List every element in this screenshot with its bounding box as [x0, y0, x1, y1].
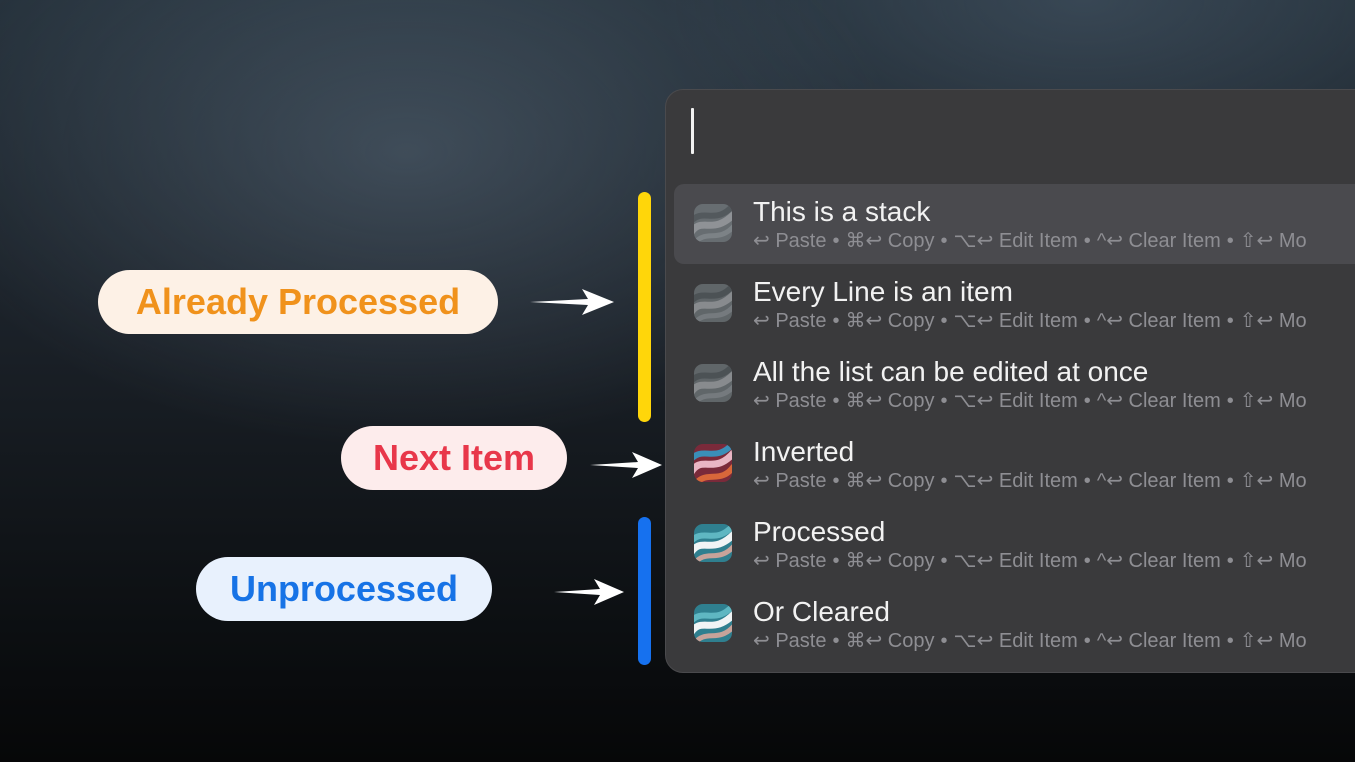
- separator: •: [1226, 470, 1234, 492]
- launcher-panel: This is a stack ↩ Paste•⌘↩ Copy•⌥↩ Edit …: [665, 89, 1355, 673]
- copy-action-hint: ⌘↩ Copy: [845, 390, 935, 412]
- separator: •: [1083, 630, 1091, 652]
- paste-action-hint: ↩ Paste: [753, 470, 827, 492]
- stack-clip-icon: [694, 444, 732, 482]
- more-action-hint: ⇧↩ Mo: [1239, 630, 1307, 652]
- item-title: Or Cleared: [753, 596, 890, 627]
- unprocessed-range-bar: [638, 517, 651, 665]
- separator: •: [940, 470, 948, 492]
- item-action-hints: ↩ Paste•⌘↩ Copy•⌥↩ Edit Item•^↩ Clear It…: [753, 468, 1307, 493]
- item-title: Processed: [753, 516, 886, 547]
- item-title: Every Line is an item: [753, 276, 1013, 307]
- separator: •: [1083, 310, 1091, 332]
- edit-item-action-hint: ⌥↩ Edit Item: [953, 230, 1078, 252]
- separator: •: [1226, 390, 1234, 412]
- item-action-hints: ↩ Paste•⌘↩ Copy•⌥↩ Edit Item•^↩ Clear It…: [753, 628, 1307, 653]
- item-action-hints: ↩ Paste•⌘↩ Copy•⌥↩ Edit Item•^↩ Clear It…: [753, 308, 1307, 333]
- list-item-6[interactable]: Or Cleared ↩ Paste•⌘↩ Copy•⌥↩ Edit Item•…: [674, 584, 1355, 664]
- arrow-right-icon: [554, 577, 624, 607]
- already-processed-label: Already Processed: [98, 270, 498, 334]
- separator: •: [1226, 630, 1234, 652]
- stack-clip-icon: [694, 284, 732, 322]
- stack-clip-icon: [694, 604, 732, 642]
- separator: •: [940, 310, 948, 332]
- item-title: All the list can be edited at once: [753, 356, 1149, 387]
- item-action-hints: ↩ Paste•⌘↩ Copy•⌥↩ Edit Item•^↩ Clear It…: [753, 548, 1307, 573]
- paste-action-hint: ↩ Paste: [753, 390, 827, 412]
- arrow-right-icon: [530, 287, 614, 317]
- more-action-hint: ⇧↩ Mo: [1239, 550, 1307, 572]
- item-title: This is a stack: [753, 196, 931, 227]
- separator: •: [1226, 310, 1234, 332]
- separator: •: [940, 230, 948, 252]
- clear-item-action-hint: ^↩ Clear Item: [1096, 230, 1221, 252]
- item-action-hints: ↩ Paste•⌘↩ Copy•⌥↩ Edit Item•^↩ Clear It…: [753, 388, 1307, 413]
- list-item-5[interactable]: Processed ↩ Paste•⌘↩ Copy•⌥↩ Edit Item•^…: [674, 504, 1355, 584]
- edit-item-action-hint: ⌥↩ Edit Item: [953, 550, 1078, 572]
- copy-action-hint: ⌘↩ Copy: [845, 630, 935, 652]
- edit-item-action-hint: ⌥↩ Edit Item: [953, 630, 1078, 652]
- clear-item-action-hint: ^↩ Clear Item: [1096, 470, 1221, 492]
- separator: •: [1083, 230, 1091, 252]
- search-input[interactable]: [666, 90, 1355, 180]
- clear-item-action-hint: ^↩ Clear Item: [1096, 390, 1221, 412]
- processed-range-bar: [638, 192, 651, 422]
- item-title: Inverted: [753, 436, 855, 467]
- edit-item-action-hint: ⌥↩ Edit Item: [953, 470, 1078, 492]
- edit-item-action-hint: ⌥↩ Edit Item: [953, 310, 1078, 332]
- stack-clip-icon: [694, 364, 732, 402]
- unprocessed-label: Unprocessed: [196, 557, 492, 621]
- text-caret: [691, 108, 694, 154]
- copy-action-hint: ⌘↩ Copy: [845, 470, 935, 492]
- separator: •: [1083, 550, 1091, 572]
- copy-action-hint: ⌘↩ Copy: [845, 310, 935, 332]
- separator: •: [832, 630, 840, 652]
- copy-action-hint: ⌘↩ Copy: [845, 230, 935, 252]
- list-item-4[interactable]: Inverted ↩ Paste•⌘↩ Copy•⌥↩ Edit Item•^↩…: [674, 424, 1355, 504]
- list-item-1[interactable]: This is a stack ↩ Paste•⌘↩ Copy•⌥↩ Edit …: [674, 184, 1355, 264]
- separator: •: [832, 230, 840, 252]
- separator: •: [1083, 390, 1091, 412]
- more-action-hint: ⇧↩ Mo: [1239, 310, 1307, 332]
- separator: •: [832, 470, 840, 492]
- list-item-3[interactable]: All the list can be edited at once ↩ Pas…: [674, 344, 1355, 424]
- clear-item-action-hint: ^↩ Clear Item: [1096, 550, 1221, 572]
- arrow-right-icon: [590, 450, 662, 480]
- separator: •: [832, 310, 840, 332]
- paste-action-hint: ↩ Paste: [753, 310, 827, 332]
- more-action-hint: ⇧↩ Mo: [1239, 230, 1307, 252]
- separator: •: [940, 550, 948, 572]
- separator: •: [1083, 470, 1091, 492]
- copy-action-hint: ⌘↩ Copy: [845, 550, 935, 572]
- paste-action-hint: ↩ Paste: [753, 230, 827, 252]
- separator: •: [940, 390, 948, 412]
- paste-action-hint: ↩ Paste: [753, 550, 827, 572]
- more-action-hint: ⇧↩ Mo: [1239, 470, 1307, 492]
- stack-clip-icon: [694, 204, 732, 242]
- separator: •: [832, 390, 840, 412]
- separator: •: [1226, 550, 1234, 572]
- separator: •: [1226, 230, 1234, 252]
- stack-item-list: This is a stack ↩ Paste•⌘↩ Copy•⌥↩ Edit …: [674, 184, 1355, 664]
- list-item-2[interactable]: Every Line is an item ↩ Paste•⌘↩ Copy•⌥↩…: [674, 264, 1355, 344]
- separator: •: [832, 550, 840, 572]
- clear-item-action-hint: ^↩ Clear Item: [1096, 630, 1221, 652]
- paste-action-hint: ↩ Paste: [753, 630, 827, 652]
- stack-clip-icon: [694, 524, 732, 562]
- edit-item-action-hint: ⌥↩ Edit Item: [953, 390, 1078, 412]
- clear-item-action-hint: ^↩ Clear Item: [1096, 310, 1221, 332]
- separator: •: [940, 630, 948, 652]
- item-action-hints: ↩ Paste•⌘↩ Copy•⌥↩ Edit Item•^↩ Clear It…: [753, 228, 1307, 253]
- more-action-hint: ⇧↩ Mo: [1239, 390, 1307, 412]
- next-item-label: Next Item: [341, 426, 567, 490]
